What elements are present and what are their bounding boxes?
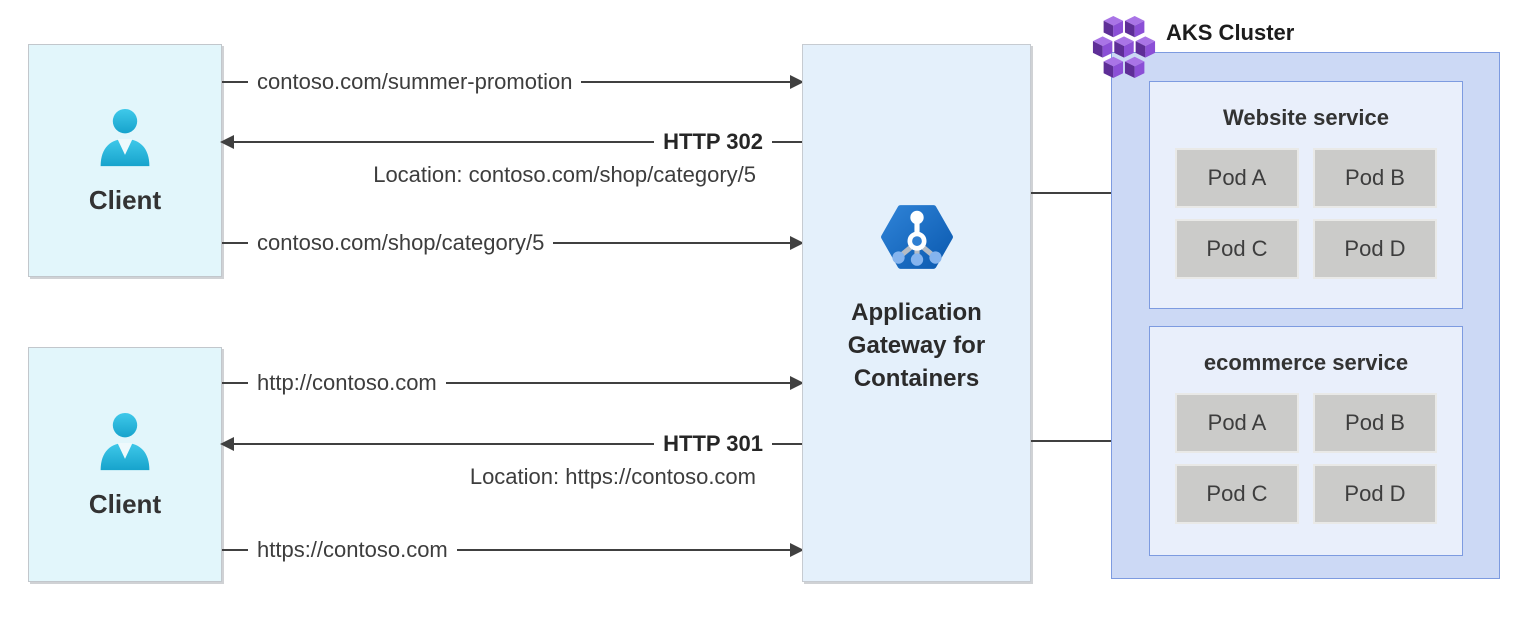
line-segment — [772, 443, 802, 445]
arrow-right-icon — [581, 75, 804, 89]
client-label: Client — [88, 488, 162, 519]
line-segment — [222, 549, 248, 551]
gateway-label: Application Gateway for Containers — [847, 299, 986, 393]
aks-cubes-icon — [1091, 15, 1157, 84]
pods-grid: Pod A Pod B Pod C Pod D — [1175, 148, 1437, 279]
aks-cluster-label: AKS Cluster — [1166, 20, 1295, 45]
client-box-2: Client — [28, 347, 222, 582]
aks-cluster-box: Website service Pod A Pod B Pod C Pod D … — [1111, 52, 1500, 579]
line-segment — [222, 382, 248, 384]
service-title: ecommerce service — [1203, 350, 1409, 375]
pod-box: Pod D — [1313, 219, 1437, 279]
flow-label: http://contoso.com — [257, 370, 437, 395]
client-box-1: Client — [28, 44, 222, 277]
pod-box: Pod C — [1175, 219, 1299, 279]
pods-grid: Pod A Pod B Pod C Pod D — [1175, 393, 1437, 524]
flow-label: contoso.com/summer-promotion — [257, 69, 573, 94]
pod-box: Pod B — [1313, 148, 1437, 208]
flow-response-http-301: HTTP 301 Location: https://contoso.com — [219, 428, 802, 489]
flow-label-status: HTTP 301 — [663, 431, 763, 456]
website-service-box: Website service Pod A Pod B Pod C Pod D — [1149, 81, 1463, 309]
arrow-right-icon — [553, 236, 804, 250]
arrow-right-icon — [456, 543, 805, 557]
flow-request-https: https://contoso.com — [222, 534, 805, 566]
application-gateway-box: Application Gateway for Containers — [802, 44, 1031, 582]
pod-box: Pod D — [1313, 464, 1437, 524]
flow-label-status: HTTP 302 — [663, 129, 763, 154]
flow-location-header: Location: contoso.com/shop/category/5 — [373, 162, 756, 187]
flow-location-header: Location: https://contoso.com — [469, 464, 756, 489]
line-segment — [222, 81, 248, 83]
flow-label: https://contoso.com — [257, 537, 448, 562]
arrow-right-icon — [445, 376, 805, 390]
flow-request-summer-promotion: contoso.com/summer-promotion — [222, 66, 804, 98]
pod-box: Pod B — [1313, 393, 1437, 453]
ecommerce-service-box: ecommerce service Pod A Pod B Pod C Pod … — [1149, 326, 1463, 556]
pod-box: Pod C — [1175, 464, 1299, 524]
arrow-left-icon — [219, 135, 655, 149]
flow-request-http: http://contoso.com — [222, 367, 805, 399]
app-gateway-hexagon-icon — [879, 201, 955, 278]
line-segment — [772, 141, 802, 143]
flow-request-shop-category: contoso.com/shop/category/5 — [222, 227, 804, 259]
pod-box: Pod A — [1175, 393, 1299, 453]
service-title: Website service — [1223, 105, 1389, 130]
pod-box: Pod A — [1175, 148, 1299, 208]
client-person-icon — [95, 106, 155, 175]
flow-label: contoso.com/shop/category/5 — [257, 230, 545, 255]
client-label: Client — [88, 184, 162, 215]
line-segment — [222, 242, 248, 244]
flow-response-http-302: HTTP 302 Location: contoso.com/shop/cate… — [219, 126, 802, 187]
client-person-icon — [95, 410, 155, 479]
arrow-left-icon — [219, 437, 655, 451]
